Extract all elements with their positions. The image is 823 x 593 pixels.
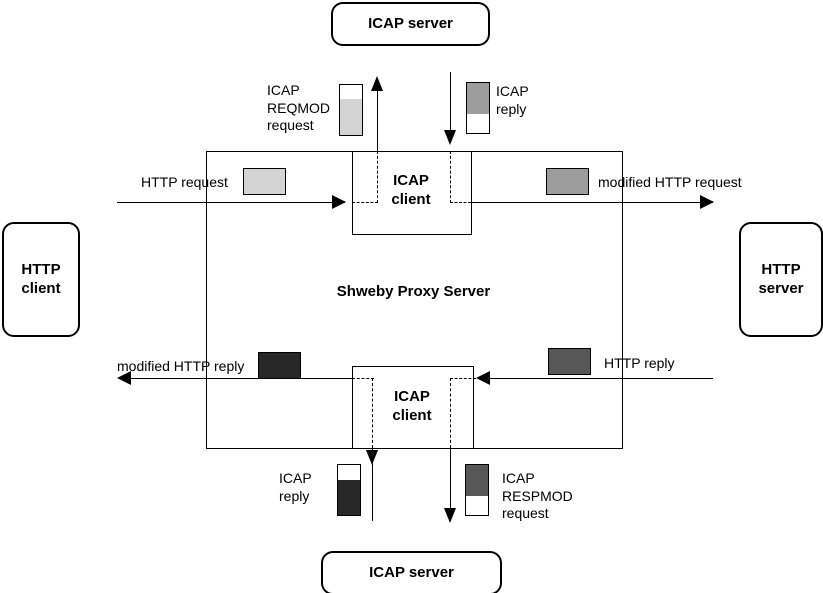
dashed-connector-bottom-left bbox=[352, 378, 374, 379]
flow-line-http-reply bbox=[490, 378, 713, 379]
dashed-riser-bottom-right bbox=[450, 378, 451, 448]
flow-line-icap-reply-top bbox=[450, 72, 451, 138]
flow-line-icap-reqmod-request bbox=[377, 88, 378, 152]
swatch-http-request bbox=[243, 168, 286, 195]
icap-server-top-label: ICAP server bbox=[368, 14, 453, 32]
modified-http-request-label: modified HTTP request bbox=[598, 174, 742, 190]
node-http-client: HTTP client bbox=[2, 222, 80, 337]
arrowhead-http-reply-in bbox=[476, 371, 490, 385]
icap-client-bottom-label: ICAP client bbox=[392, 388, 432, 424]
http-request-label: HTTP request bbox=[141, 174, 228, 190]
swatch-segment-top bbox=[466, 465, 488, 496]
swatch-icap-respmod-request bbox=[465, 464, 489, 516]
http-reply-label: HTTP reply bbox=[604, 355, 675, 371]
node-http-server: HTTP server bbox=[739, 222, 823, 337]
swatch-segment-bottom bbox=[466, 496, 488, 515]
proxy-server-label: Shweby Proxy Server bbox=[336, 283, 491, 300]
swatch-segment-bottom bbox=[340, 99, 362, 135]
swatch-modified-http-request bbox=[546, 168, 589, 195]
dashed-connector-bottom-right bbox=[450, 378, 476, 379]
modified-http-reply-label: modified HTTP reply bbox=[117, 358, 245, 374]
icap-client-top-label: ICAP client bbox=[391, 172, 431, 208]
arrowhead-modified-http-reply-out bbox=[117, 371, 131, 385]
swatch-icap-reqmod-request bbox=[339, 84, 363, 136]
dashed-riser-top-right bbox=[450, 151, 451, 203]
node-icap-server-bottom: ICAP server bbox=[321, 551, 502, 593]
dashed-connector-top-right bbox=[450, 202, 471, 203]
node-icap-client-top bbox=[352, 151, 472, 235]
http-client-label: HTTP client bbox=[21, 261, 61, 297]
swatch-http-reply bbox=[548, 348, 591, 375]
swatch-segment-top bbox=[340, 85, 362, 99]
dashed-riser-top-left bbox=[377, 151, 378, 203]
icap-server-bottom-label: ICAP server bbox=[369, 563, 454, 581]
swatch-segment-bottom bbox=[467, 114, 489, 133]
http-server-label: HTTP server bbox=[758, 261, 804, 297]
flow-line-http-request bbox=[117, 202, 345, 203]
arrowhead-icap-respmod-request bbox=[444, 508, 456, 523]
icap-reply-top-label: ICAP reply bbox=[496, 83, 529, 117]
arrowhead-icap-reply-bottom bbox=[366, 450, 378, 465]
icap-reqmod-request-label: ICAP REQMOD request bbox=[267, 82, 330, 134]
flow-line-icap-reply-bottom bbox=[372, 447, 373, 521]
swatch-segment-bottom bbox=[338, 480, 360, 515]
arrowhead-modified-http-request-out bbox=[700, 195, 714, 209]
swatch-icap-reply-top bbox=[466, 82, 490, 134]
icap-reply-bottom-label: ICAP reply bbox=[279, 470, 312, 504]
swatch-segment-top bbox=[338, 465, 360, 480]
arrowhead-icap-reqmod-request bbox=[371, 76, 383, 91]
swatch-modified-http-reply bbox=[258, 352, 301, 379]
swatch-segment-top bbox=[467, 83, 489, 114]
flow-line-icap-respmod-request bbox=[450, 447, 451, 519]
flow-line-modified-http-reply bbox=[130, 378, 352, 379]
dashed-riser-bottom-left bbox=[372, 378, 373, 448]
dashed-connector-top-left bbox=[352, 202, 378, 203]
flow-line-modified-http-request bbox=[470, 202, 713, 203]
node-icap-server-top: ICAP server bbox=[331, 2, 490, 46]
icap-respmod-request-label: ICAP RESPMOD request bbox=[502, 470, 573, 522]
arrowhead-icap-reply-top bbox=[444, 130, 456, 145]
swatch-icap-reply-bottom bbox=[337, 464, 361, 516]
arrowhead-http-request-in bbox=[332, 195, 346, 209]
